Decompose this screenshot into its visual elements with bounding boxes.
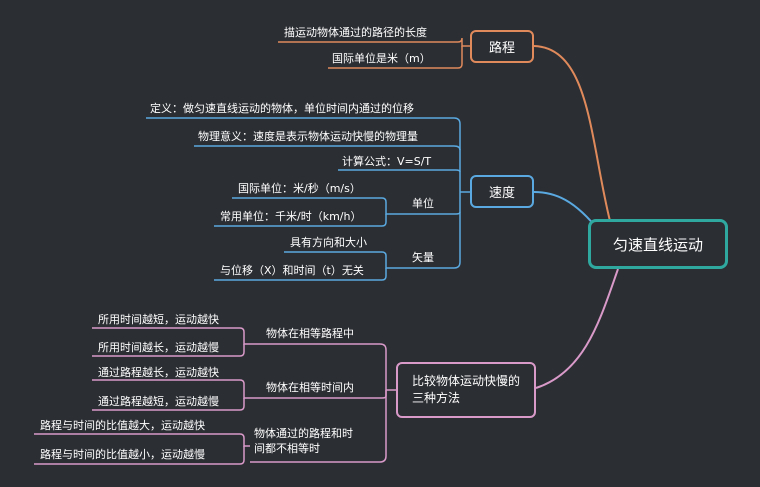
compare-same-time-item-2: 通过路程越短，运动越慢 bbox=[98, 395, 219, 408]
speed-unit-si: 国际单位：米/秒（m/s） bbox=[238, 182, 361, 195]
path-item-definition: 描运动物体通过的路径的长度 bbox=[284, 26, 427, 39]
compare-neither-item-2: 路程与时间的比值越小，运动越慢 bbox=[40, 448, 205, 461]
speed-vector-node[interactable]: 矢量 bbox=[412, 251, 434, 264]
connector-root-path bbox=[533, 45, 611, 222]
compare-same-distance-item-2: 所用时间越长，运动越慢 bbox=[98, 341, 219, 354]
connector-path-item-2 bbox=[328, 46, 463, 69]
speed-item-meaning: 物理意义：速度是表示物体运动快慢的物理量 bbox=[198, 130, 418, 143]
connector-speed-meaning bbox=[194, 145, 461, 151]
speed-vector-item-1: 具有方向和大小 bbox=[290, 236, 367, 249]
speed-item-formula: 计算公式：V=S/T bbox=[342, 155, 432, 168]
branch-speed-node[interactable]: 速度 bbox=[470, 175, 534, 208]
compare-same-distance-item-1: 所用时间越短，运动越快 bbox=[98, 313, 219, 326]
speed-unit-common: 常用单位：千米/时（km/h） bbox=[220, 210, 362, 223]
compare-same-distance-node[interactable]: 物体在相等路程中 bbox=[266, 327, 354, 340]
root-label: 匀速直线运动 bbox=[612, 235, 703, 254]
connector-speed-formula bbox=[338, 169, 461, 173]
compare-neither-item-1: 路程与时间的比值越大，运动越快 bbox=[40, 419, 205, 432]
speed-item-definition: 定义：做匀速直线运动的物体，单位时间内通过的位移 bbox=[150, 102, 414, 115]
connector-speed-unit bbox=[392, 211, 461, 215]
compare-same-time-node[interactable]: 物体在相等时间内 bbox=[266, 381, 354, 394]
root-node[interactable]: 匀速直线运动 bbox=[588, 219, 728, 269]
branch-path-node[interactable]: 路程 bbox=[470, 30, 534, 63]
branch-speed-label: 速度 bbox=[488, 186, 515, 201]
connector-root-compare bbox=[535, 268, 619, 389]
branch-path-label: 路程 bbox=[488, 41, 515, 56]
connector-path-item-1 bbox=[278, 37, 470, 47]
branch-compare-label: 比较物体运动快慢的三种方法 bbox=[412, 374, 521, 405]
compare-same-time-item-1: 通过路程越长，运动越快 bbox=[98, 366, 219, 379]
path-item-unit: 国际单位是米（m） bbox=[332, 52, 431, 65]
compare-neither-node[interactable]: 物体通过的路程和时间都不相等时 bbox=[254, 427, 353, 455]
connector-speed-def bbox=[146, 117, 461, 192]
speed-unit-node[interactable]: 单位 bbox=[412, 197, 434, 210]
speed-vector-item-2: 与位移（X）和时间（t）无关 bbox=[220, 264, 364, 277]
connector-speed-vector bbox=[392, 192, 461, 269]
branch-compare-node[interactable]: 比较物体运动快慢的三种方法 bbox=[396, 362, 536, 418]
